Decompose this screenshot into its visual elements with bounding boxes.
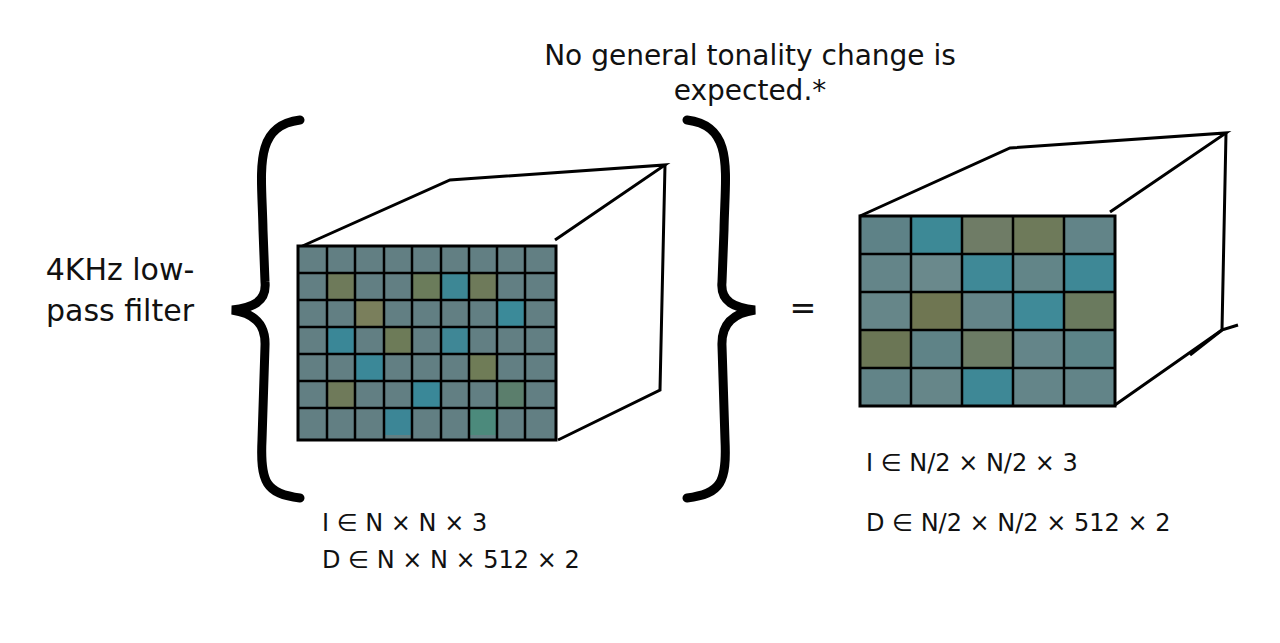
dimension-label: I ∈ N/2 × N/2 × 3 [866,448,1266,478]
curly-brace [232,120,300,498]
note-text: No general tonality change is expected.* [520,38,980,108]
curly-brace [687,120,755,498]
equals-sign: = [788,288,818,328]
dimension-label: I ∈ N × N × 3 [322,508,662,538]
tensor-cube [298,165,665,440]
dimension-label: D ∈ N/2 × N/2 × 512 × 2 [866,508,1266,538]
tensor-cube [860,133,1238,406]
dimension-label: D ∈ N × N × 512 × 2 [322,545,662,575]
filter-label: 4KHz low-pass filter [30,250,210,331]
